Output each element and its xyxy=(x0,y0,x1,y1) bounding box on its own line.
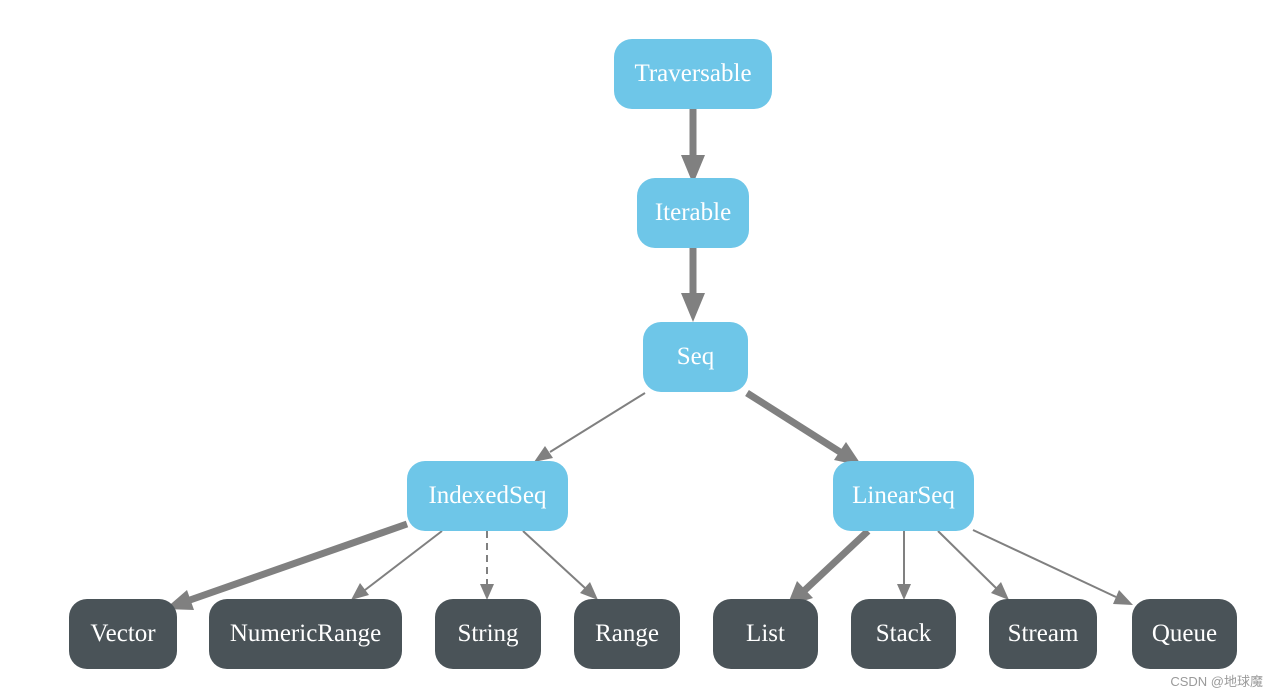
node-numericrange-label: NumericRange xyxy=(229,620,382,647)
node-linearseq-label: LinearSeq xyxy=(852,482,955,509)
node-range-label: Range xyxy=(595,620,659,647)
node-vector-label: Vector xyxy=(90,620,156,647)
edge-indexedseq-string xyxy=(480,531,494,600)
node-linearseq: LinearSeq xyxy=(833,461,974,531)
node-range: Range xyxy=(574,599,680,669)
node-numericrange: NumericRange xyxy=(209,599,402,669)
node-seq-label: Seq xyxy=(676,343,715,370)
node-iterable-label: Iterable xyxy=(654,199,732,226)
edge-seq-linearseq xyxy=(745,390,862,466)
node-string-label: String xyxy=(457,620,519,647)
edge-linearseq-queue xyxy=(972,529,1133,605)
edge-iterable-seq xyxy=(681,247,705,322)
node-indexedseq: IndexedSeq xyxy=(407,461,568,531)
edge-indexedseq-range xyxy=(522,530,598,600)
node-iterable: Iterable xyxy=(637,178,749,248)
node-traversable: Traversable xyxy=(614,39,772,109)
edge-indexedseq-numericrange xyxy=(351,530,443,600)
node-list-label: List xyxy=(746,620,785,647)
edge-seq-indexedseq xyxy=(534,392,646,462)
watermark: CSDN @地球魔 xyxy=(1170,674,1263,689)
node-stack: Stack xyxy=(851,599,956,669)
edge-linearseq-stack xyxy=(897,531,911,600)
node-stream-label: Stream xyxy=(1007,620,1079,647)
edge-indexedseq-vector xyxy=(165,520,409,610)
node-stack-label: Stack xyxy=(875,620,932,647)
node-traversable-label: Traversable xyxy=(634,60,752,87)
edge-linearseq-list xyxy=(787,528,871,606)
node-vector: Vector xyxy=(69,599,177,669)
edge-traversable-iterable xyxy=(681,108,705,184)
node-string: String xyxy=(435,599,541,669)
node-queue-label: Queue xyxy=(1151,620,1218,647)
node-queue: Queue xyxy=(1132,599,1237,669)
node-list: List xyxy=(713,599,818,669)
node-indexedseq-label: IndexedSeq xyxy=(428,482,547,509)
node-seq: Seq xyxy=(643,322,748,392)
node-stream: Stream xyxy=(989,599,1097,669)
edge-linearseq-stream xyxy=(937,530,1009,600)
